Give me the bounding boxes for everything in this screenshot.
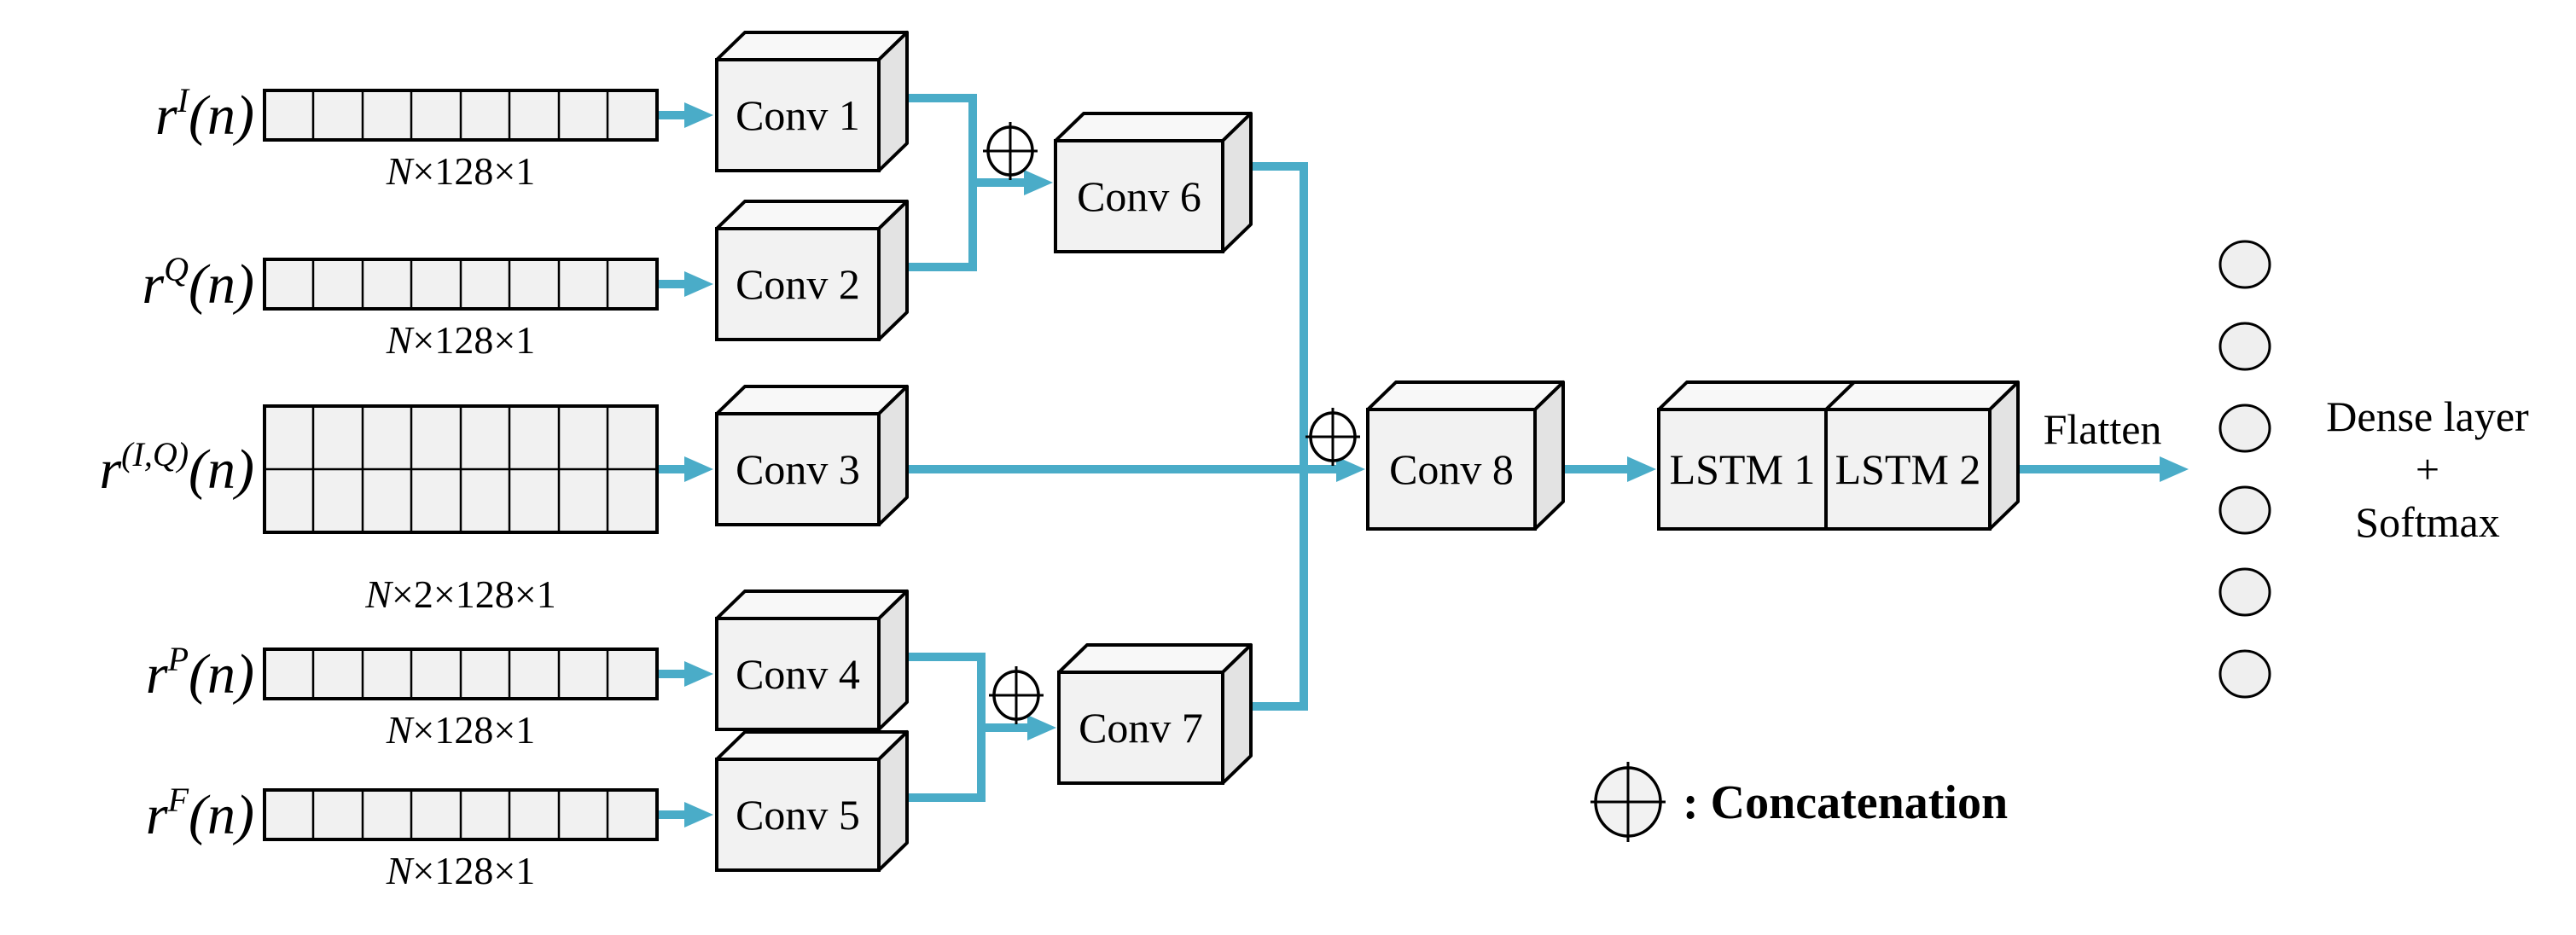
arrowhead-input-3: [684, 456, 713, 482]
input-strip-2: [263, 258, 659, 311]
lstm1-label: LSTM 1: [1670, 445, 1816, 493]
input-strip-1: [263, 89, 659, 142]
conv3-box: Conv 3: [715, 385, 909, 526]
output-neuron: [2218, 567, 2271, 617]
conv2-box: Conv 2: [715, 200, 909, 341]
input-labels: rI(n) rQ(n) r(I,Q)(n) rP(n) rF(n): [99, 81, 254, 846]
input-label-rI: rI(n): [155, 81, 254, 147]
conv6-box: Conv 6: [1054, 112, 1253, 253]
dense-softmax-label: Dense layer + Softmax: [2326, 392, 2529, 546]
conv7-label: Conv 7: [1079, 704, 1203, 752]
output-neuron: [2218, 649, 2271, 699]
arrowhead-input-5: [684, 802, 713, 828]
flatten-label: Flatten: [2044, 405, 2162, 453]
conv4-label: Conv 4: [736, 650, 860, 698]
arrowhead-flatten: [2160, 456, 2189, 482]
dense-layer-text: Dense layer: [2326, 392, 2529, 440]
strip-cell-dividers: [311, 259, 609, 309]
input-label-rP: rP(n): [146, 640, 254, 706]
arrowhead-conv6: [1024, 170, 1053, 195]
conv7-box: Conv 7: [1057, 643, 1253, 785]
strip-cell-dividers: [311, 90, 609, 140]
concat-icon: [989, 666, 1044, 724]
conv2-label: Conv 2: [736, 260, 860, 308]
conv5-box: Conv 5: [715, 730, 909, 872]
input-strips: [263, 89, 659, 841]
concat-icon: [1590, 762, 1666, 842]
softmax-text: Softmax: [2355, 498, 2499, 546]
arrowhead-input-2: [684, 271, 713, 297]
output-neuron: [2218, 404, 2271, 453]
output-neuron: [2218, 240, 2271, 289]
plus-text: +: [2416, 445, 2439, 493]
input-strip-4: [263, 648, 659, 700]
arrowhead-input-1: [684, 102, 713, 128]
conv6-label: Conv 6: [1077, 172, 1201, 220]
lstm-block: LSTM 1 LSTM 2: [1657, 380, 2020, 531]
strip-cell-dividers: [311, 790, 609, 839]
dim-label-5: N×128×1: [386, 849, 536, 892]
conv8-label: Conv 8: [1389, 445, 1514, 493]
dim-label-4: N×128×1: [386, 708, 536, 752]
dim-label-1: N×128×1: [386, 149, 536, 193]
dim-label-2: N×128×1: [386, 318, 536, 362]
output-neurons: [2218, 240, 2271, 699]
wire-conv4-conv5-merge: [907, 653, 986, 802]
input-label-rIQ: r(I,Q)(n): [99, 435, 254, 501]
strip-cell-dividers: [311, 649, 609, 699]
concat-symbols: [983, 122, 1360, 724]
input-label-rQ: rQ(n): [142, 250, 254, 316]
conv8-box: Conv 8: [1366, 380, 1565, 531]
connector-wires: [659, 94, 2189, 828]
lstm2-label: LSTM 2: [1835, 445, 1981, 493]
conv-boxes-merge: Conv 6 Conv 7 Conv 8: [1054, 112, 1565, 785]
arrowhead-conv7: [1027, 715, 1056, 740]
dim-label-3: N×2×128×1: [364, 572, 556, 616]
arrowhead-lstm: [1627, 456, 1656, 482]
legend-label: : Concatenation: [1683, 776, 2008, 829]
legend: : Concatenation: [1590, 762, 2008, 842]
output-neuron: [2218, 485, 2271, 535]
conv5-label: Conv 5: [736, 791, 860, 839]
input-strip-5: [263, 788, 659, 841]
conv4-box: Conv 4: [715, 589, 909, 731]
arrowhead-input-4: [684, 661, 713, 687]
concat-icon: [1305, 408, 1360, 466]
arrowhead-conv8: [1336, 456, 1365, 482]
input-strip-3: [263, 404, 659, 534]
lstm-top-divider: [1824, 380, 1856, 411]
wire-conv1-conv2-merge: [907, 94, 977, 271]
conv3-label: Conv 3: [736, 445, 860, 493]
concat-icon: [983, 122, 1038, 180]
conv1-label: Conv 1: [736, 91, 860, 139]
output-neuron: [2218, 322, 2271, 371]
conv-boxes-input: Conv 1 Conv 2 Conv 3 Conv 4 Conv 5: [715, 31, 909, 872]
wire-conv6-conv7-join: [1251, 162, 1308, 711]
input-label-rF: rF(n): [146, 781, 254, 846]
strip-cell-dividers: [311, 406, 609, 532]
conv1-box: Conv 1: [715, 31, 909, 172]
dimension-labels: N×128×1 N×128×1 N×2×128×1 N×128×1 N×128×…: [364, 149, 556, 892]
